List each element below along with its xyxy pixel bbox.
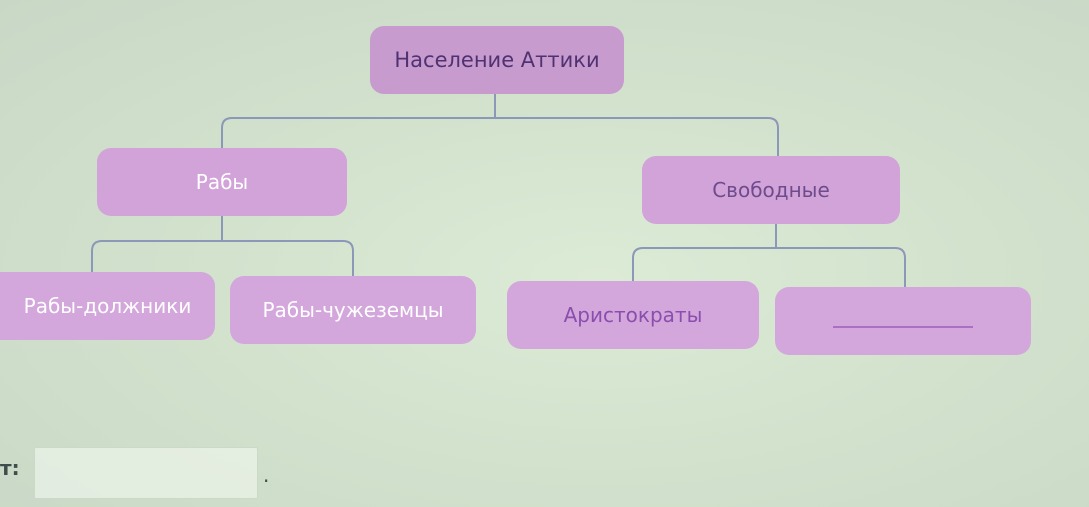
node-population-attica-label: Население Аттики	[394, 48, 600, 72]
node-aristocrats: Аристократы	[507, 281, 759, 349]
node-slave-foreigners-label: Рабы-чужеземцы	[262, 298, 444, 322]
answer-input[interactable]	[34, 447, 258, 499]
node-population-attica: Население Аттики	[370, 26, 624, 94]
node-free-label: Свободные	[712, 178, 830, 202]
answer-period: .	[263, 463, 270, 487]
answer-label: т:	[0, 456, 20, 480]
node-blank	[775, 287, 1031, 355]
node-free: Свободные	[642, 156, 900, 224]
node-slaves-label: Рабы	[195, 170, 249, 194]
node-slave-debtors-label: Рабы-должники	[23, 294, 192, 318]
node-blank-line	[833, 326, 973, 328]
node-slaves: Рабы	[97, 148, 347, 216]
node-slave-foreigners: Рабы-чужеземцы	[230, 276, 476, 344]
node-slave-debtors: Рабы-должники	[0, 272, 215, 340]
node-aristocrats-label: Аристократы	[563, 303, 703, 327]
